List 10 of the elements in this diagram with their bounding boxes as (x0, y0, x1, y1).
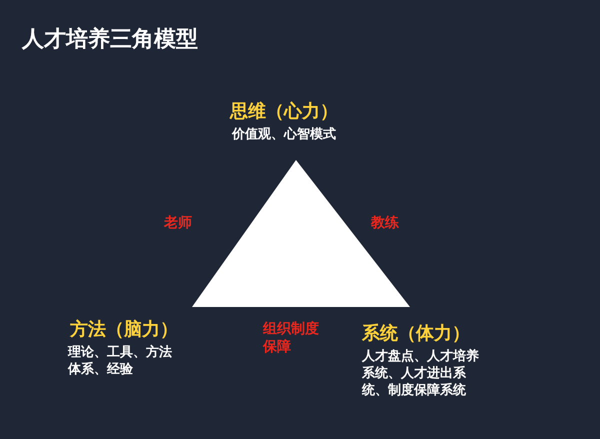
side-label: 组织制度保障 (263, 320, 320, 356)
title: 人才培养三角模型 (22, 26, 198, 54)
heading: 系统（体力） (362, 322, 471, 346)
description: 理论、工具、方法体系、经验 (68, 345, 173, 379)
side-label: 老师 (164, 214, 193, 232)
heading: 思维（心力） (230, 100, 339, 124)
heading: 方法（脑力） (70, 318, 179, 342)
description: 人才盘点、人才培养系统、人才进出系统、制度保障系统 (362, 349, 480, 400)
side-label: 教练 (371, 214, 400, 232)
description: 价值观、心智模式 (232, 127, 337, 144)
